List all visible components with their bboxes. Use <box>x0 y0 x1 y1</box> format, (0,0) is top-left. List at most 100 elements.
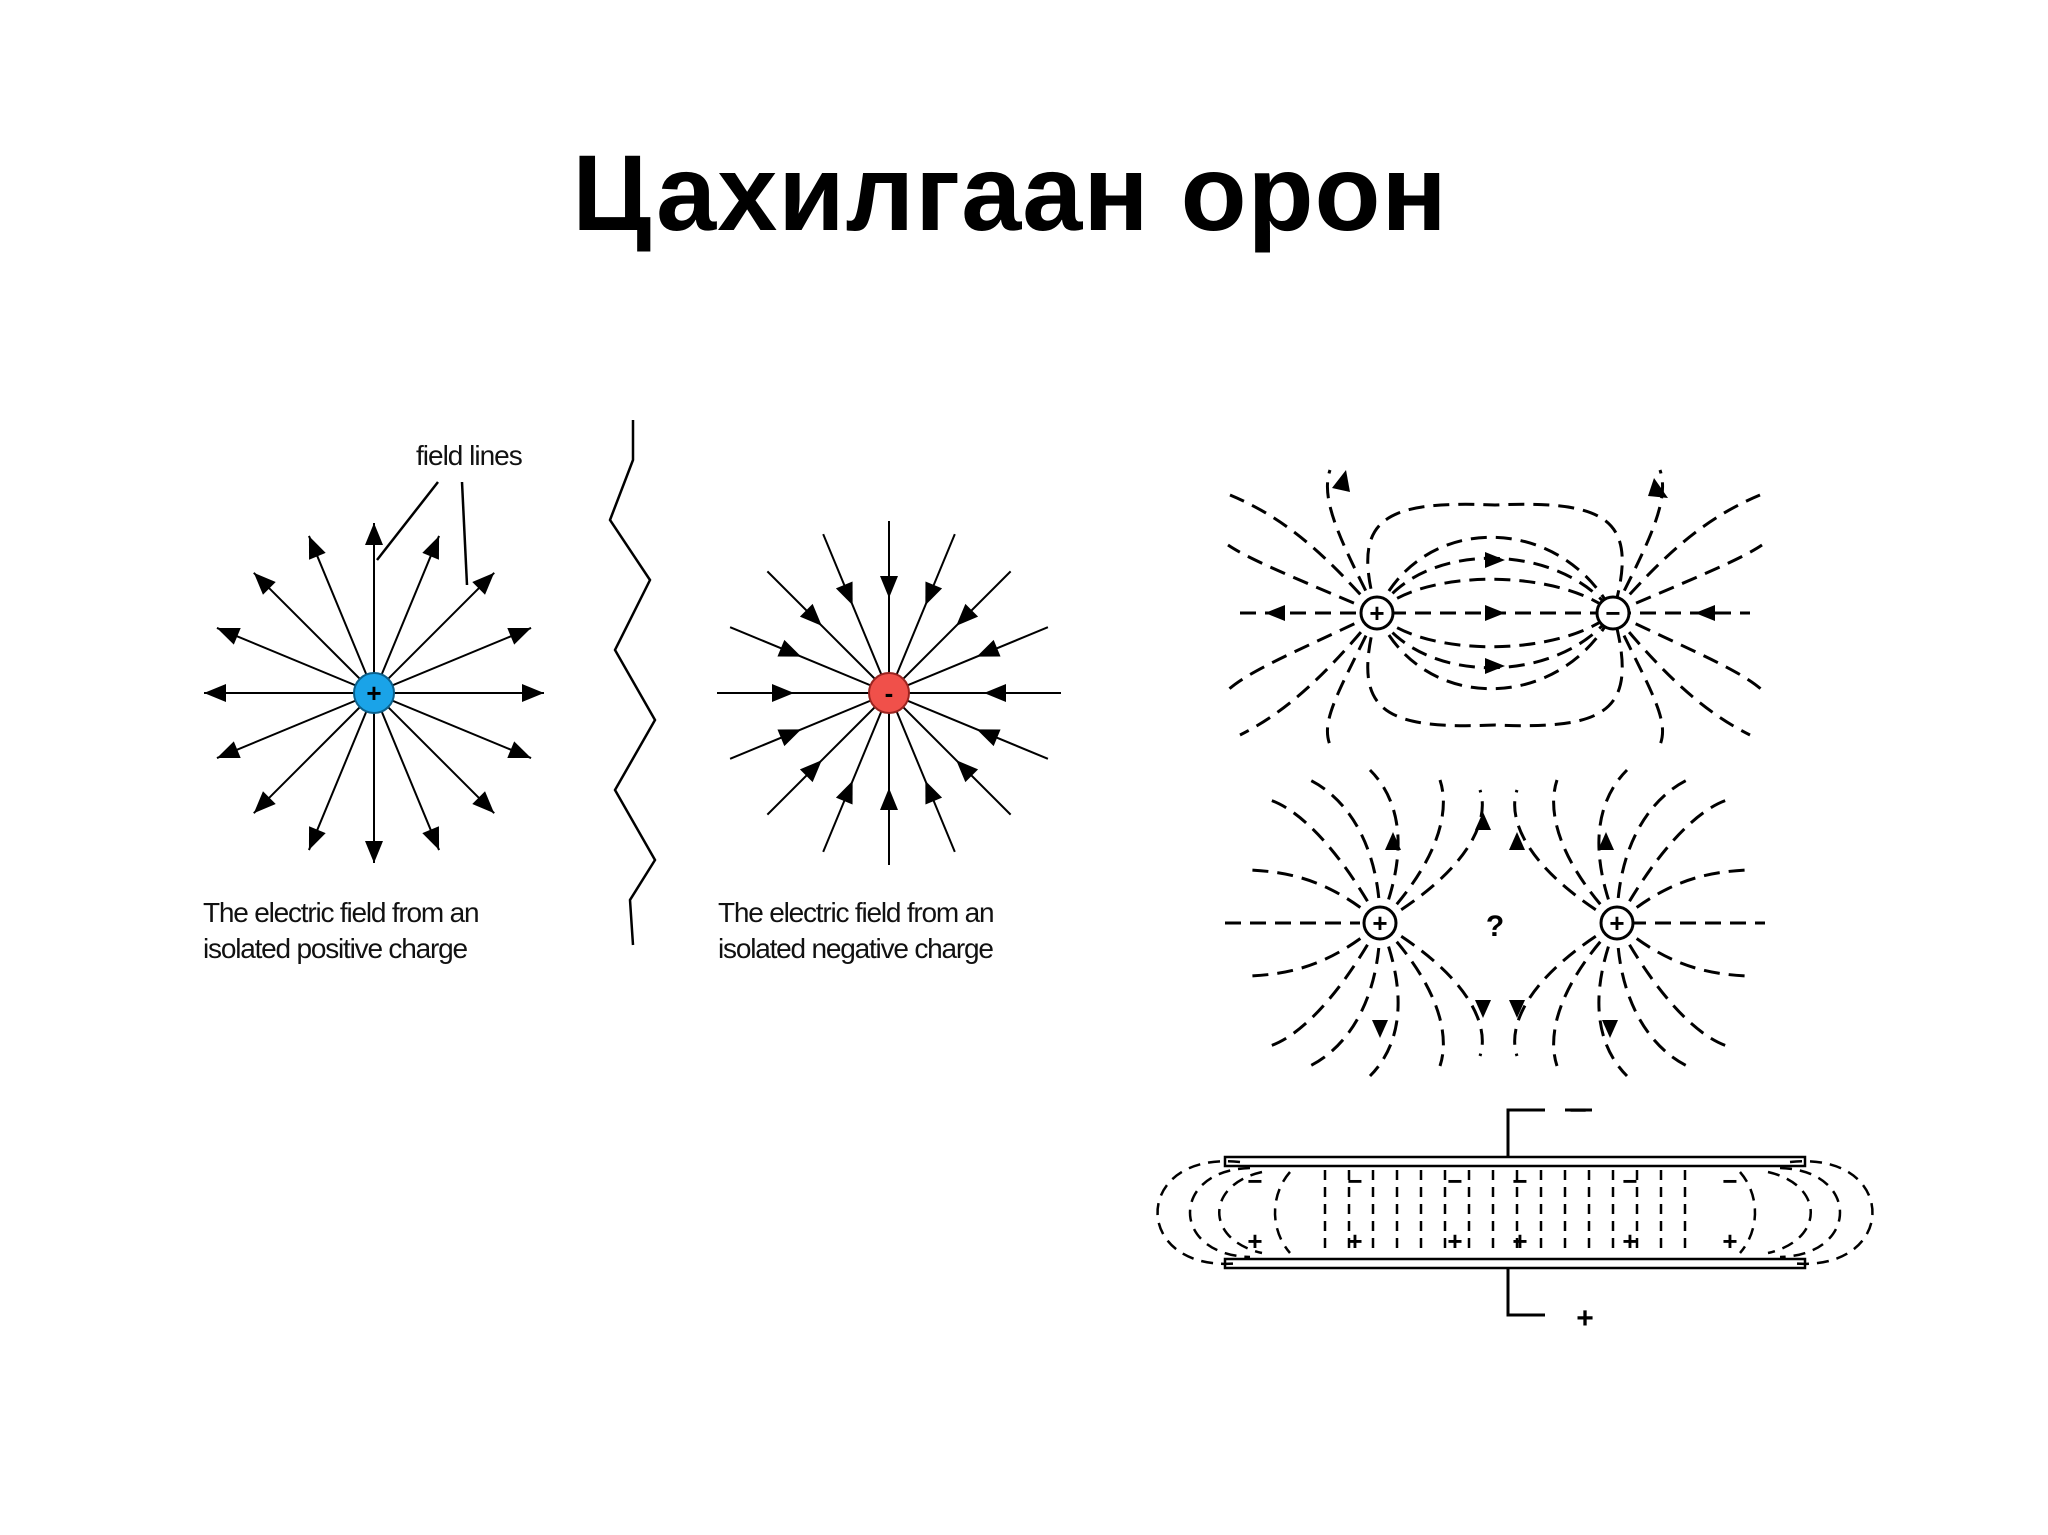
negative-field-arrow <box>880 576 898 598</box>
negative-field-arrow <box>799 760 822 783</box>
positive-field-arrow <box>472 572 495 595</box>
capacitor-top-plate-sign: − <box>1512 1166 1527 1196</box>
negative-field-arrow <box>777 729 802 747</box>
negative-field-arrow <box>925 780 943 805</box>
capacitor-top-lead-sign: − <box>1569 1094 1587 1127</box>
positive-field-ray <box>373 572 495 694</box>
negative-field-ray <box>888 692 1049 760</box>
negative-field-arrow <box>956 760 979 783</box>
dipole-arrows <box>1265 470 1715 674</box>
negative-caption-line-2: isolated negative charge <box>718 933 994 964</box>
positive-charge <box>353 672 395 714</box>
positive-field-arrow <box>522 684 544 702</box>
like-charge-left-symbol: + <box>1372 908 1387 938</box>
capacitor-top-plate-sign: − <box>1247 1166 1262 1196</box>
positive-field-arrow <box>253 791 276 814</box>
negative-field-arrow <box>976 639 1001 657</box>
positive-field-ray <box>253 692 375 814</box>
negative-field-arrow <box>777 639 802 657</box>
capacitor-top-plate-sign: − <box>1447 1166 1462 1196</box>
positive-field-ray <box>373 692 532 759</box>
field-lines-pointers <box>376 481 469 586</box>
negative-field-ray <box>822 533 890 694</box>
negative-field-arrow <box>835 780 853 805</box>
positive-field-ray <box>373 692 495 814</box>
negative-field-ray <box>888 692 1012 816</box>
positive-caption-line-1: The electric field from an <box>203 897 480 928</box>
negative-field-ray <box>729 692 890 760</box>
capacitor-top-plate-sign: − <box>1622 1166 1637 1196</box>
dipole-negative-symbol: − <box>1605 598 1620 628</box>
zigzag-separator <box>608 420 657 946</box>
capacitor-bottom-plate-sign: + <box>1512 1226 1527 1256</box>
capacitor-charge-signs: − + − + − + − + − + − + <box>1247 1166 1737 1256</box>
positive-field-ray <box>308 535 375 694</box>
positive-field-arrow <box>365 523 383 545</box>
positive-caption-line-2: isolated positive charge <box>203 933 468 964</box>
positive-field-arrow <box>365 841 383 863</box>
positive-charge-caption: The electric field from an isolated posi… <box>203 895 480 967</box>
positive-field-ray <box>308 692 375 851</box>
like-charge-right-symbol: + <box>1609 908 1624 938</box>
like-charges-arrows <box>1372 812 1618 1038</box>
negative-field-ray <box>766 570 890 694</box>
capacitor-top-plate-sign: − <box>1722 1166 1737 1196</box>
negative-charge-caption: The electric field from an isolated nega… <box>718 895 995 967</box>
like-charge-right <box>1599 905 1635 941</box>
field-lines-label: field lines <box>416 440 523 471</box>
positive-field-arrow <box>308 826 326 851</box>
positive-field-ray <box>253 572 375 694</box>
like-charge-left <box>1362 905 1398 941</box>
dipole-positive-charge <box>1359 595 1395 631</box>
capacitor-bottom-plate-sign: + <box>1622 1226 1637 1256</box>
capacitor-bottom-plate-sign: + <box>1347 1226 1362 1256</box>
positive-field-arrow <box>422 535 440 560</box>
like-charges-question-mark: ? <box>1486 910 1504 943</box>
negative-field-arrow <box>925 581 943 606</box>
slide-title: Цахилгаан орон <box>572 132 1448 253</box>
negative-field-arrow <box>799 603 822 626</box>
negative-field-arrow <box>835 581 853 606</box>
dipole-positive-symbol: + <box>1369 598 1384 628</box>
positive-field-rays <box>204 523 544 863</box>
positive-field-arrow <box>216 741 241 759</box>
negative-charge-symbol: - <box>885 678 894 708</box>
positive-field-ray <box>373 535 440 694</box>
negative-field-ray <box>766 692 890 816</box>
negative-field-ray <box>888 692 956 853</box>
capacitor-bottom-lead-sign: + <box>1576 1302 1594 1335</box>
positive-field-arrow <box>216 627 241 645</box>
dipole-negative-charge <box>1595 595 1631 631</box>
negative-field-ray <box>822 692 890 853</box>
positive-field-arrow <box>422 826 440 851</box>
negative-field-rays <box>717 521 1061 865</box>
positive-field-arrow <box>308 535 326 560</box>
positive-field-ray <box>216 627 375 694</box>
like-charges-field-diagram <box>1225 768 1765 1078</box>
capacitor-top-plate-sign: − <box>1347 1166 1362 1196</box>
negative-field-arrow <box>956 603 979 626</box>
negative-field-arrow <box>984 684 1006 702</box>
positive-field-arrow <box>472 791 495 814</box>
dipole-field-diagram <box>1226 469 1764 746</box>
negative-field-ray <box>729 626 890 694</box>
negative-field-ray <box>888 570 1012 694</box>
capacitor-bottom-plate-sign: + <box>1722 1226 1737 1256</box>
positive-field-ray <box>373 627 532 694</box>
negative-caption-line-1: The electric field from an <box>718 897 995 928</box>
capacitor-bottom-plate-sign: + <box>1247 1226 1262 1256</box>
negative-field-arrow <box>880 788 898 810</box>
positive-field-arrow <box>507 627 532 645</box>
positive-field-arrow <box>204 684 226 702</box>
capacitor-diagram <box>1156 1108 1874 1317</box>
positive-field-ray <box>216 692 375 759</box>
positive-field-arrow <box>507 741 532 759</box>
negative-field-arrow <box>772 684 794 702</box>
capacitor-bottom-plate-sign: + <box>1447 1226 1462 1256</box>
negative-field-arrow <box>976 729 1001 747</box>
positive-field-ray <box>373 692 440 851</box>
negative-field-ray <box>888 533 956 694</box>
negative-charge <box>868 672 910 714</box>
